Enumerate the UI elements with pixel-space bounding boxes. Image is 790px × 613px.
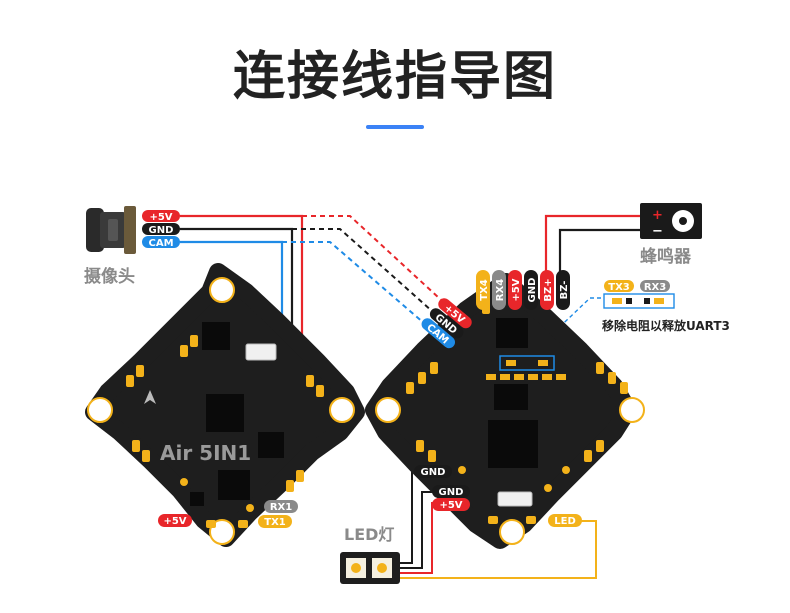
- right-5v-tag: +5V: [439, 500, 462, 511]
- right-board: TX4 RX4 +5V GND BZ+ BZ- +5V GND CAM: [365, 270, 645, 549]
- buzzer-minus-mark: −: [652, 224, 663, 239]
- left-orientation-arrow: [144, 390, 156, 404]
- camera-pin-5v: +5V: [149, 212, 172, 223]
- right-cam-tags: +5V GND CAM: [421, 298, 472, 349]
- right-hole-bottom: [499, 519, 525, 545]
- buzzer-wire-plus: [544, 214, 640, 276]
- camera-label: 摄像头: [84, 266, 135, 287]
- uart3-leader-line: [539, 297, 608, 359]
- left-hole-top: [209, 277, 235, 303]
- buzzer-wires: [544, 214, 640, 276]
- buzzer-plus-mark: +: [652, 208, 663, 223]
- led-label: LED灯: [344, 525, 394, 544]
- left-chip-1: [202, 322, 230, 350]
- left-chip-3: [258, 432, 284, 458]
- camera-wire-5v-dashed: [302, 215, 453, 311]
- right-gnd-tag-1: GND: [421, 467, 446, 478]
- camera-wire-gnd-dashed: [292, 228, 443, 321]
- left-hole-left: [87, 397, 113, 423]
- buzzer-wire-minus: [558, 228, 640, 276]
- left-chip-4: [218, 470, 250, 500]
- right-pin-rx4: RX4: [495, 279, 506, 301]
- uart3-resistor-box: [499, 355, 555, 371]
- right-pin-5v: +5V: [511, 278, 522, 301]
- left-5v-tag: +5V: [163, 516, 186, 527]
- left-board-name: Air 5IN1: [160, 441, 251, 465]
- right-pin-tx4: TX4: [479, 279, 490, 301]
- uart3-rx3-tag: RX3: [644, 282, 666, 293]
- camera-pin-cam: CAM: [148, 238, 173, 249]
- right-pin-gnd: GND: [527, 278, 538, 303]
- left-board: Air 5IN1: [85, 263, 365, 547]
- right-board-tags: GND GND +5V LED: [414, 465, 582, 527]
- right-led-connector: [497, 491, 533, 507]
- right-hole-left: [375, 397, 401, 423]
- buzzer-label: 蜂鸣器: [640, 246, 692, 267]
- right-pin-bzplus: BZ+: [543, 278, 554, 301]
- camera-wire-cam-dashed: [282, 241, 433, 331]
- right-gnd-tag-2: GND: [439, 487, 464, 498]
- left-rx1-tag: RX1: [270, 502, 292, 513]
- led-wire-data: [400, 520, 597, 579]
- camera-lens: [86, 208, 104, 252]
- buzzer: + −: [640, 203, 702, 239]
- right-pin-bzminus: BZ-: [559, 281, 570, 300]
- left-cam-connector: [245, 343, 277, 361]
- title-underline: [366, 125, 424, 129]
- uart3-resistor-callout: [603, 293, 675, 309]
- right-chip-1: [496, 318, 528, 348]
- page-title: 连接线指导图: [232, 47, 557, 107]
- camera-pin-gnd: GND: [149, 225, 174, 236]
- uart3-tx3-tag: TX3: [608, 282, 630, 293]
- left-pads: [126, 335, 324, 528]
- right-top-pins: TX4 RX4 +5V GND BZ+ BZ-: [476, 270, 570, 310]
- camera-pin-tags: +5V GND CAM: [142, 210, 180, 249]
- led-strip: [340, 552, 400, 584]
- left-tx1-tag: TX1: [264, 517, 286, 528]
- uart3-note: 移除电阻以释放UART3: [602, 318, 730, 333]
- left-chip-2: [206, 394, 244, 432]
- right-chip-3: [488, 420, 538, 468]
- left-board-tags: RX1 TX1 +5V: [158, 500, 298, 528]
- left-hole-right: [329, 397, 355, 423]
- right-chip-2: [494, 384, 528, 410]
- right-led-tag: LED: [554, 516, 576, 527]
- uart3-callout: TX3 RX3: [603, 280, 675, 309]
- camera-back: [124, 206, 136, 254]
- camera: [86, 206, 136, 254]
- right-hole-right: [619, 397, 645, 423]
